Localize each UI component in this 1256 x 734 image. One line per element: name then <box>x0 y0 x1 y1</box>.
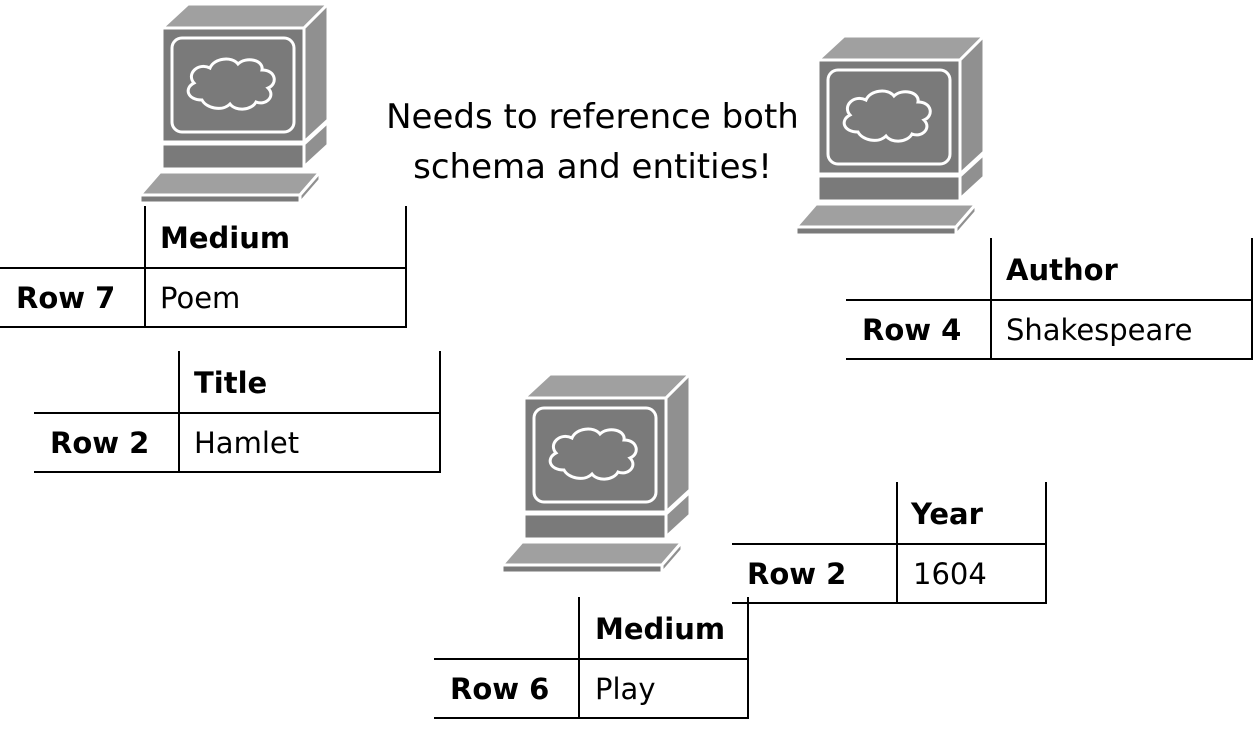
caption-text: Needs to reference both schema and entit… <box>360 92 825 192</box>
table-year-row2: Year Row 2 1604 <box>732 482 1050 606</box>
column-header: Medium <box>160 221 291 255</box>
row-label: Row 2 <box>747 557 847 591</box>
column-header: Author <box>1006 253 1118 287</box>
column-header: Medium <box>595 612 726 646</box>
table-medium-row6: Medium Row 6 Play <box>434 597 754 721</box>
cell-value: Shakespeare <box>1006 313 1193 347</box>
computer-left-icon <box>138 2 330 205</box>
table-author-row4: Author Row 4 Shakespeare <box>846 238 1256 362</box>
column-header: Year <box>911 497 983 531</box>
computer-right-icon <box>794 34 986 237</box>
cell-value: Poem <box>160 281 241 315</box>
computer-center-icon <box>500 372 692 575</box>
cell-value: Hamlet <box>194 426 300 460</box>
cell-value: 1604 <box>913 557 987 591</box>
caption-line-2: schema and entities! <box>413 147 772 187</box>
row-label: Row 7 <box>16 281 116 315</box>
caption-line-1: Needs to reference both <box>386 97 799 137</box>
table-medium-row7: Medium Row 7 Poem <box>0 206 410 330</box>
cell-value: Play <box>595 672 656 706</box>
table-title-row2: Title Row 2 Hamlet <box>34 351 444 475</box>
row-label: Row 6 <box>450 672 550 706</box>
row-label: Row 2 <box>50 426 150 460</box>
row-label: Row 4 <box>862 313 962 347</box>
column-header: Title <box>194 366 268 400</box>
